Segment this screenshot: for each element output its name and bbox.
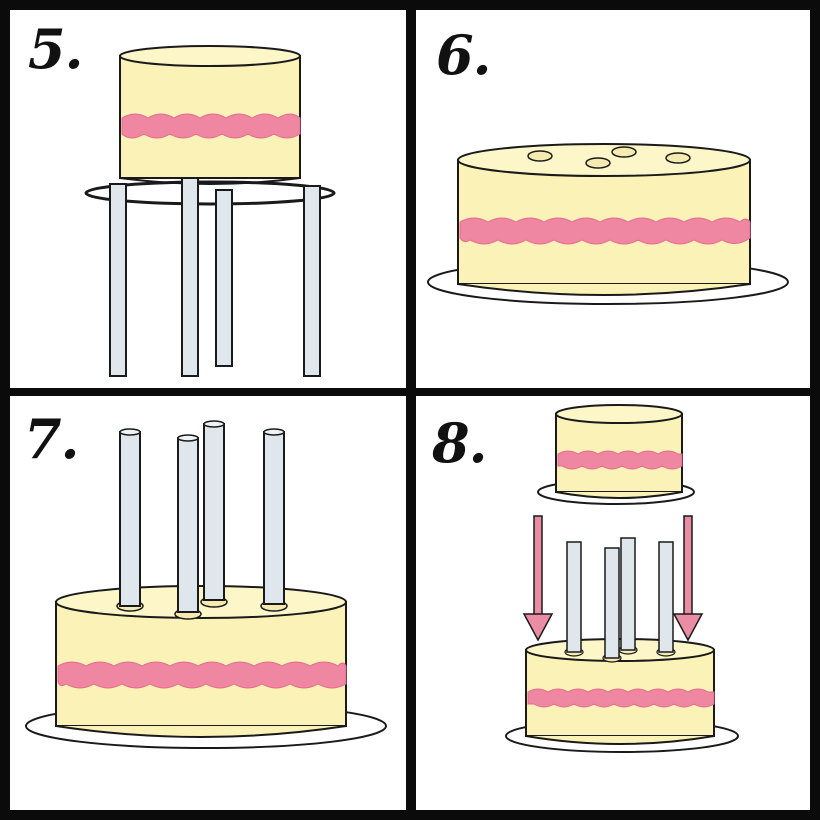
dowel-hole xyxy=(527,150,553,162)
dowel-holes xyxy=(527,146,691,169)
filling-layer xyxy=(459,217,751,245)
dowel xyxy=(263,431,285,605)
dowel-ring xyxy=(109,177,321,377)
filling-layer xyxy=(121,113,301,139)
step-7-panel: 7. xyxy=(10,396,406,810)
cake-board xyxy=(84,180,336,206)
step-6-panel: 6. xyxy=(416,10,810,388)
top-tier-cake xyxy=(119,45,301,185)
down-arrow-left xyxy=(522,515,554,642)
dowel-hole xyxy=(665,152,691,164)
bottom-tier-cake xyxy=(55,585,347,738)
dowel-hole xyxy=(585,157,611,169)
step-7-illustration xyxy=(25,420,387,749)
step-6-illustration xyxy=(427,143,789,305)
dowel xyxy=(303,185,321,377)
dowel xyxy=(604,547,620,659)
down-arrow-right xyxy=(672,515,704,642)
step-5-panel: 5. xyxy=(10,10,406,388)
dowel xyxy=(566,541,582,653)
dowel xyxy=(620,537,636,651)
dowel xyxy=(177,437,199,613)
bottom-tier-cake xyxy=(525,638,715,745)
step-number: 8. xyxy=(432,411,487,475)
dowel xyxy=(658,541,674,653)
dowel xyxy=(109,183,127,377)
dowel-set xyxy=(564,537,676,663)
dowel xyxy=(119,431,141,607)
filling-layer xyxy=(57,661,347,689)
dowel xyxy=(215,189,233,367)
filling-layer xyxy=(527,688,715,708)
dowel xyxy=(203,423,225,601)
step-5-illustration xyxy=(84,45,336,377)
step-8-illustration xyxy=(505,404,739,753)
step-number: 6. xyxy=(436,23,491,87)
filling-layer xyxy=(557,450,683,470)
dowel-hole xyxy=(611,146,637,158)
step-number: 5. xyxy=(28,17,83,81)
top-tier-assembly xyxy=(537,404,695,505)
dowel-set xyxy=(116,420,288,620)
step-8-panel: 8. xyxy=(416,396,810,810)
step-number: 7. xyxy=(24,407,79,471)
dowel xyxy=(181,177,199,377)
